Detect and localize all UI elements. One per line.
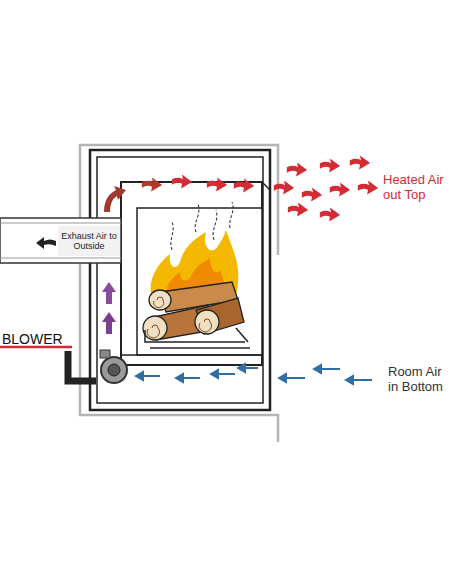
pipe-text: Exhaust Air to Outside bbox=[60, 231, 118, 252]
callout-label: BLOWER bbox=[2, 331, 82, 347]
callout-label: Heated Air out Top bbox=[383, 173, 449, 203]
callout-label: Room Air in Bottom bbox=[388, 365, 450, 395]
pipe-label-box: Exhaust Air to Outside bbox=[58, 226, 120, 256]
